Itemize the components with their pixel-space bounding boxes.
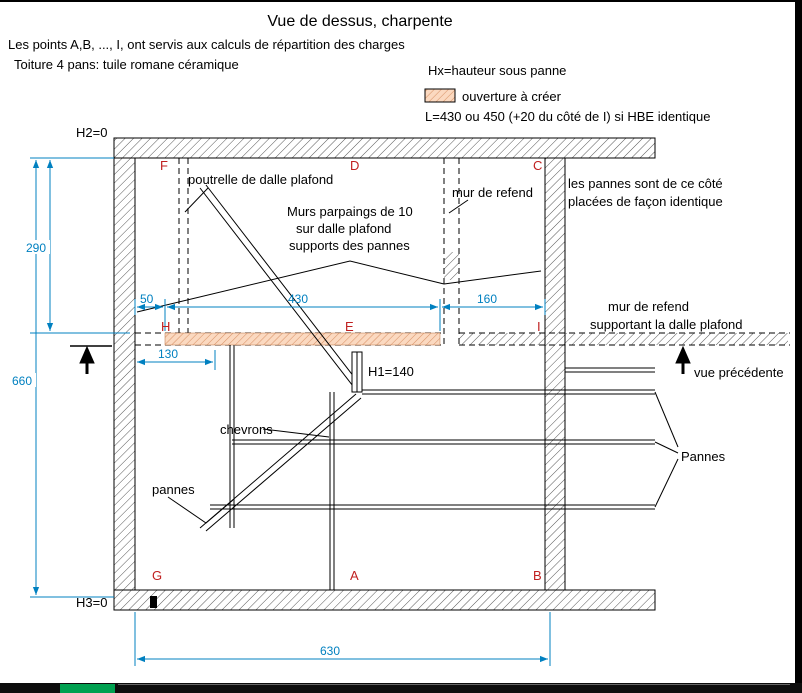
leader-pannes-right-3	[654, 458, 679, 508]
pannes-lines	[210, 367, 655, 510]
page-title: Vue de dessus, charpente	[267, 13, 452, 30]
point-F: F	[160, 158, 168, 173]
leader-pannes-lower	[167, 496, 234, 524]
mur-refend-hatch	[444, 252, 459, 280]
legend-length-note: L=430 ou 450 (+20 du côté de I) si HBE i…	[425, 109, 710, 124]
dim-130: 130	[158, 347, 178, 361]
window-right-border	[795, 0, 802, 693]
leader-chevrons	[262, 428, 330, 438]
point-I: I	[537, 319, 541, 334]
note-points: Les points A,B, ..., I, ont servis aux c…	[8, 37, 405, 52]
label-h1: H1=140	[368, 364, 414, 379]
leader-murs-parpaings	[136, 260, 445, 313]
poutrelle-lines	[178, 158, 189, 333]
label-pannes-right: Pannes	[681, 449, 726, 464]
wall-right	[544, 157, 566, 591]
leader-lines	[136, 187, 679, 524]
taskbar-green-segment[interactable]	[60, 684, 115, 693]
legend-hx-note: Hx=hauteur sous panne	[428, 63, 566, 78]
point-H: H	[161, 319, 170, 334]
note-roof: Toiture 4 pans: tuile romane céramique	[14, 57, 239, 72]
label-pannes-side-1: les pannes sont de ce côté	[568, 176, 723, 191]
point-G: G	[152, 568, 162, 583]
label-poutrelle: poutrelle de dalle plafond	[188, 172, 333, 187]
point-E: E	[345, 319, 354, 334]
leader-poutrelle	[184, 187, 209, 213]
wall-section-marker	[150, 596, 157, 608]
view-arrow-left-icon	[79, 345, 95, 364]
leader-pannes-right-1	[654, 391, 679, 448]
label-pannes-lower: pannes	[152, 482, 195, 497]
view-arrow-right-icon	[675, 345, 691, 364]
dim-660-bg	[10, 373, 36, 387]
wall-left	[113, 157, 136, 591]
taskbar[interactable]	[0, 683, 802, 693]
taskbar-divider	[118, 684, 790, 685]
leader-pannes-right-2	[654, 441, 679, 454]
wall-top	[113, 137, 656, 159]
point-A: A	[350, 568, 359, 583]
point-C: C	[533, 158, 542, 173]
view-arrows	[70, 345, 691, 374]
label-murs-parpaings-3: supports des pannes	[289, 238, 410, 253]
dim-630: 630	[320, 644, 340, 658]
dimension-lines	[30, 157, 551, 666]
legend-opening-label: ouverture à créer	[462, 89, 562, 104]
label-mur-refend-top: mur de refend	[452, 185, 533, 200]
dim-430: 430	[288, 292, 308, 306]
label-h2: H2=0	[76, 125, 107, 140]
label-mur-refend-right-1: mur de refend	[608, 299, 689, 314]
leader-mur-refend	[448, 199, 469, 214]
label-pannes-side-2: placées de façon identique	[568, 194, 723, 209]
chevron-lines	[229, 345, 335, 590]
ridge-detail	[351, 351, 363, 393]
opening-to-create	[164, 332, 441, 346]
label-mur-refend-right-2: supportant la dalle plafond	[590, 317, 743, 332]
dim-290: 290	[26, 241, 46, 255]
mur-refend-vertical	[443, 158, 460, 345]
dim-660: 660	[12, 374, 32, 388]
label-vue-precedente: vue précédente	[694, 365, 784, 380]
hip-rafters	[199, 184, 362, 532]
label-murs-parpaings-1: Murs parpaings de 10	[287, 204, 413, 219]
label-chevrons: chevrons	[220, 422, 273, 437]
point-B: B	[533, 568, 542, 583]
dim-160: 160	[477, 292, 497, 306]
label-h3: H3=0	[76, 595, 107, 610]
label-murs-parpaings-2: sur dalle plafond	[296, 221, 391, 236]
point-D: D	[350, 158, 359, 173]
window-top-border	[0, 0, 802, 2]
walls	[113, 137, 656, 611]
dim-50: 50	[140, 292, 154, 306]
dim-290-bg	[24, 240, 50, 254]
opening-legend-swatch	[424, 88, 456, 103]
calculation-points: F D C H E I G A B	[152, 158, 542, 583]
wall-bottom	[113, 589, 656, 611]
